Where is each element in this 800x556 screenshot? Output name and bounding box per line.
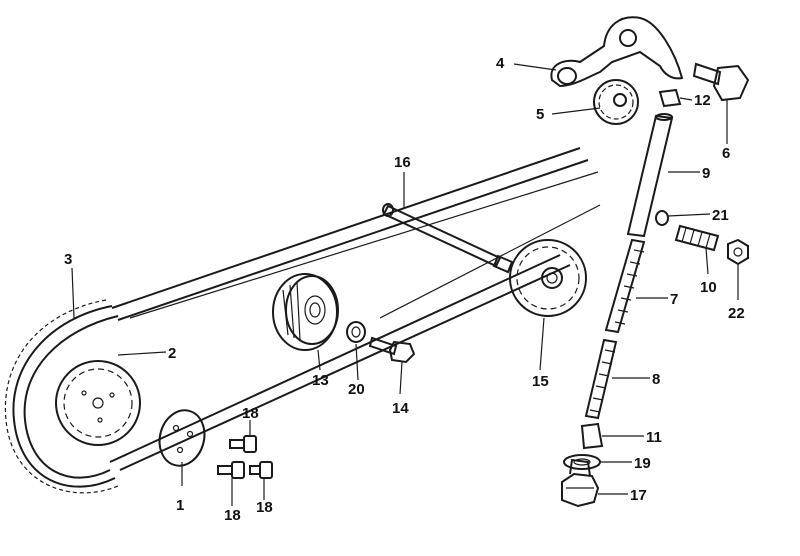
adjuster-bolt (674, 224, 720, 252)
callout-5: 5 (536, 106, 544, 123)
callout-3: 3 (64, 251, 72, 268)
callout-18-right: 18 (256, 499, 273, 516)
plug-11 (580, 422, 604, 450)
callout-18-left: 18 (224, 507, 241, 524)
tensioner-roller (272, 273, 339, 351)
callout-15: 15 (532, 373, 549, 390)
callout-14: 14 (392, 400, 409, 417)
callout-12: 12 (694, 92, 711, 109)
callout-16: 16 (394, 154, 411, 171)
lock-plate (158, 409, 206, 467)
chain-run (109, 147, 601, 471)
washer-20 (346, 321, 366, 343)
callout-10: 10 (700, 279, 717, 296)
callout-21: 21 (712, 207, 729, 224)
callout-8: 8 (652, 371, 660, 388)
callout-7: 7 (670, 291, 678, 308)
bolt-18-top (229, 435, 257, 453)
callout-11: 11 (646, 429, 662, 446)
spring-8 (584, 338, 618, 420)
washer-21 (655, 210, 669, 226)
roller-shaft (382, 203, 514, 274)
bolt-6 (692, 62, 750, 102)
callout-labels: 1 2 3 4 5 6 7 8 9 10 11 12 13 14 15 16 1… (64, 55, 745, 524)
tensioner-sprocket (509, 239, 587, 317)
callout-20: 20 (348, 381, 365, 398)
leader-lines (71, 63, 739, 506)
callout-2: 2 (168, 345, 176, 362)
nut-12 (658, 88, 682, 108)
cap-bolt-17 (561, 458, 600, 508)
bolt-18-left (217, 461, 245, 479)
callout-13: 13 (312, 372, 329, 389)
callout-9: 9 (702, 165, 710, 182)
callout-4: 4 (496, 55, 505, 72)
callout-17: 17 (630, 487, 647, 504)
bolt-14 (368, 336, 416, 364)
nut-22 (727, 238, 749, 266)
callout-22: 22 (728, 305, 745, 322)
spring-7 (604, 238, 646, 334)
callout-1: 1 (176, 497, 184, 514)
small-sprocket (593, 79, 639, 125)
tensioner-tube (626, 113, 674, 238)
bolt-18-right (249, 461, 273, 479)
drive-sprocket (55, 360, 141, 446)
tensioner-bracket (550, 16, 684, 88)
callout-6: 6 (722, 145, 730, 162)
callout-19: 19 (634, 455, 651, 472)
drive-chain (4, 299, 119, 494)
callout-18-top: 18 (242, 405, 259, 422)
